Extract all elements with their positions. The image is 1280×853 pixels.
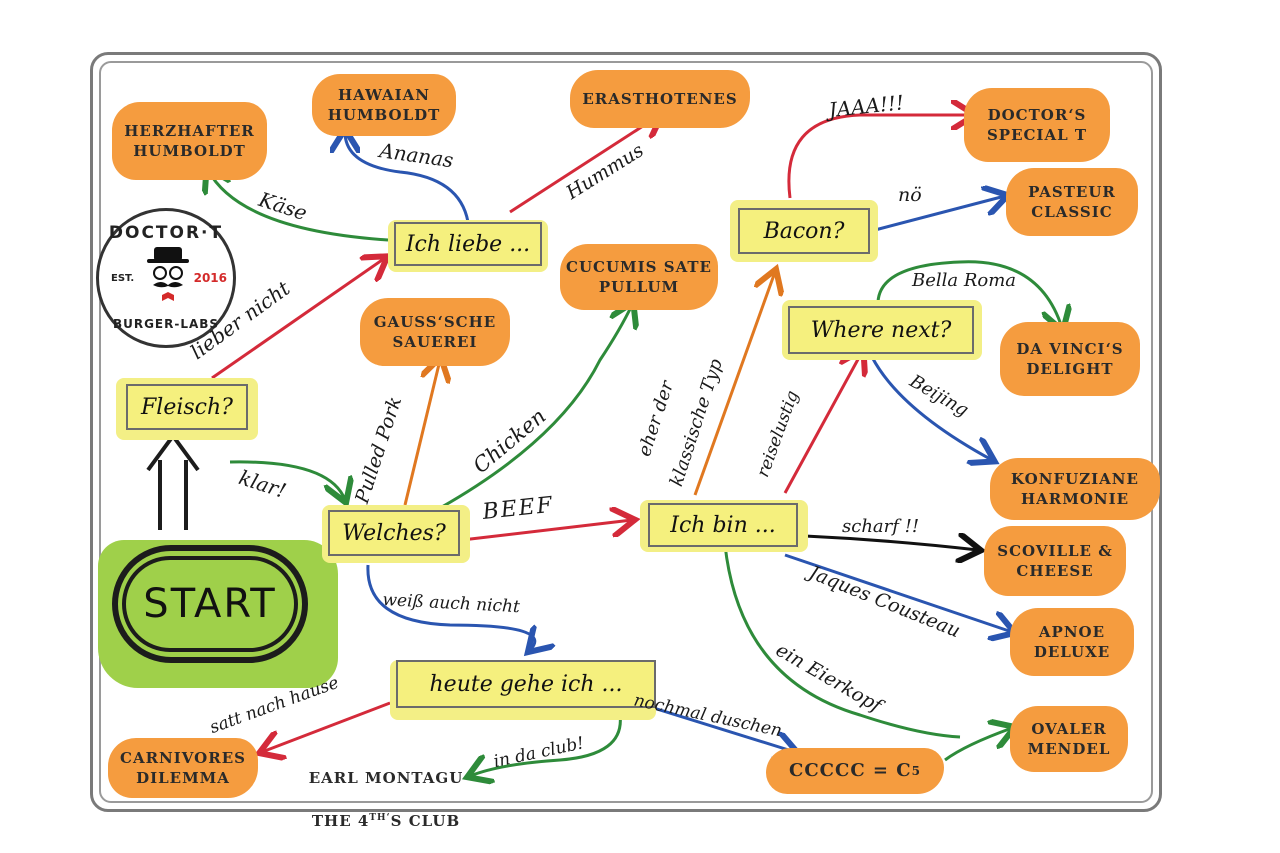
arrow-fleisch-welches [229,460,345,500]
outcome-doctors-special-t[interactable]: DOCTOR‘S SPECIAL T [964,88,1110,162]
outcome-hawaiian-humboldt[interactable]: HAWAIAN HUMBOLDT [312,74,456,136]
logo-year-text: 2016 [193,271,227,285]
outcome-gauss-sche-sauerei[interactable]: GAUSS‘SCHE SAUEREI [360,298,510,366]
label-bella-roma: Bella Roma [912,270,1017,291]
earl-line2-b: S CLUB [390,812,461,830]
start-node[interactable]: START [143,581,277,627]
node-ich-bin[interactable]: Ich bin ... [648,503,798,547]
arrow-wherenext-konfuz [870,356,992,460]
earl-line2: THE 4TH‘S CLUB [286,808,486,831]
earl-line1: EARL MONTAGU [308,769,464,787]
earl-line2-a: THE 4 [311,812,370,830]
node-ich-liebe[interactable]: Ich liebe ... [394,222,542,266]
outcome-carnivores-dilemma[interactable]: CARNIVORES DILEMMA [108,738,258,798]
outcome-apnoe-deluxe[interactable]: APNOE DELUXE [1010,608,1134,676]
outcome-scoville-cheese[interactable]: SCOVILLE & CHEESE [984,526,1126,596]
start-ring-outer [112,545,308,663]
outcome-da-vincis-delight[interactable]: DA VINCI‘S DELIGHT [1000,322,1140,396]
arrow-ichbin-ovaler [723,544,961,739]
arrow-welches-cucumis [439,305,632,510]
node-heute[interactable]: heute gehe ich ... [396,660,656,708]
doctor-t-logo: DOCTOR·T EST. 2016 BURGER-LABS [96,208,236,348]
arrow-welches-heute [366,564,535,650]
doctor-face-icon [147,247,189,301]
arrow-start-fleisch [146,432,200,530]
node-welches[interactable]: Welches? [328,510,460,556]
ccccc-superscript: 5 [911,764,921,778]
logo-bottom-text: BURGER-LABS [112,317,220,331]
label-scharf: scharf !! [842,516,920,537]
arrow-fleisch-ichliebe [211,258,385,380]
node-fleisch[interactable]: Fleisch? [126,384,248,430]
inner-frame [99,61,1153,803]
outcome-erasthotenes[interactable]: ERASTHOTENES [570,70,750,128]
start-ring-inner [122,556,298,652]
outcome-herzhafter-humboldt[interactable]: HERZHAFTER HUMBOLDT [112,102,267,180]
arrow-welches-ichbin [461,520,632,542]
arrow-ccccc-ovaler [944,728,1012,762]
outer-frame [90,52,1162,812]
arrow-ichbin-scoville [804,536,978,550]
arrow-wherenext-davinci [876,260,1062,328]
node-where-next[interactable]: Where next? [788,306,974,354]
arrow-ichliebe-herzhafter [208,170,389,242]
arrow-heute-earl [470,714,622,776]
node-bacon[interactable]: Bacon? [738,208,870,254]
logo-est-text: EST. [111,273,135,284]
outcome-earl-montagu[interactable]: EARL MONTAGU THE 4TH‘S CLUB [286,748,486,851]
arrow-heute-carnivores [262,701,391,752]
ccccc-text: CCCCC = C [789,760,912,781]
outcome-cucumis-sate-pullum[interactable]: CUCUMIS SATE PULLUM [560,244,718,310]
arrow-welches-gauss [403,360,440,506]
arrow-bacon-doctors [787,115,972,199]
label-noe: nö [898,184,922,206]
logo-top-text: DOCTOR·T [108,223,224,243]
arrow-ichliebe-hawaiian [345,132,470,223]
arrow-bacon-pasteur [874,196,1005,232]
arrow-ichbin-bacon [693,272,775,496]
outcome-ovaler-mendel[interactable]: OVALER MENDEL [1010,706,1128,772]
arrow-ichliebe-erasthotenes [509,115,660,214]
arrow-ichbin-apnoe [784,553,1012,632]
outcome-konfuziane-harmonie[interactable]: KONFUZIANE HARMONIE [990,458,1160,520]
arrow-ichbin-wherenext [783,352,862,494]
earl-line2-sup: TH‘ [369,813,391,823]
outcome-pasteur-classic[interactable]: PASTEUR CLASSIC [1006,168,1138,236]
